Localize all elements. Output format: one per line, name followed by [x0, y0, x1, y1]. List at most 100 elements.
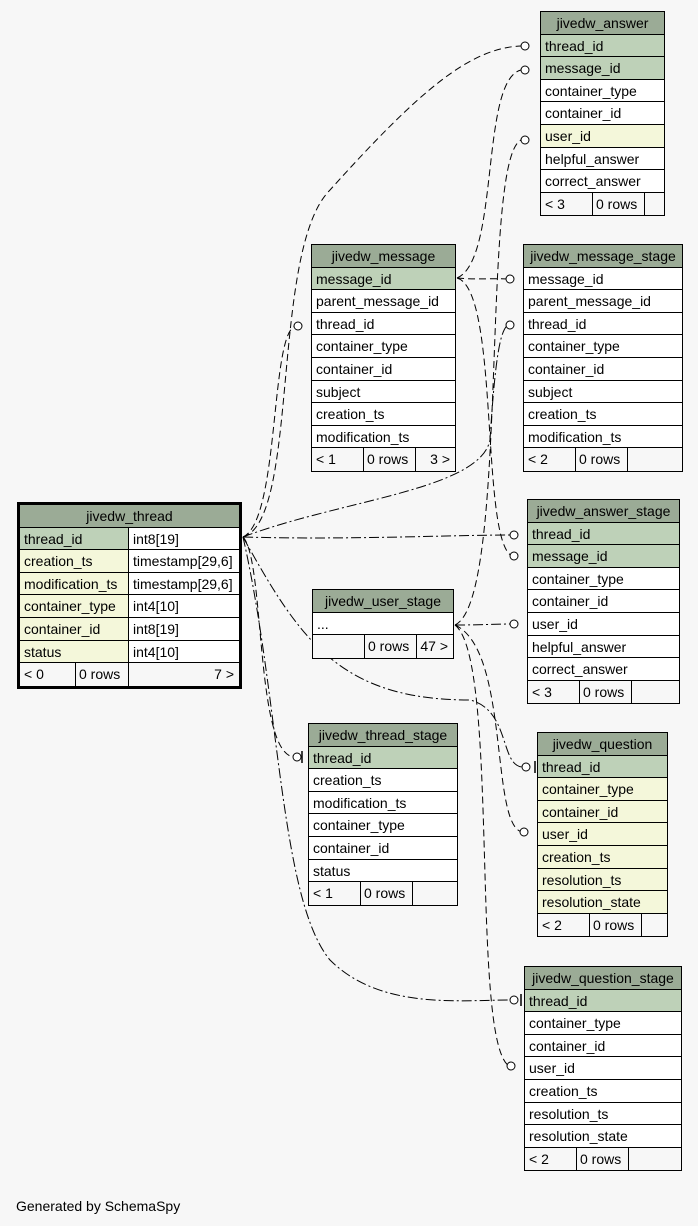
parents-count[interactable]: < 1 [309, 882, 361, 905]
column-row[interactable]: container_id [525, 1035, 681, 1058]
column-row[interactable]: modification_ts [524, 426, 682, 449]
column-row[interactable]: container_id [309, 837, 457, 860]
column-row[interactable]: helpful_answer [528, 636, 679, 659]
column-row[interactable]: thread_id [525, 989, 681, 1013]
column-row[interactable]: resolution_ts [538, 868, 667, 892]
column-row[interactable]: thread_id [524, 313, 682, 336]
column-row[interactable]: message_id [312, 267, 455, 291]
column-row[interactable]: correct_answer [541, 170, 664, 193]
column-row[interactable]: container_type [538, 778, 667, 801]
column-row[interactable]: user_id [528, 613, 679, 636]
column-row[interactable]: resolution_ts [525, 1103, 681, 1126]
children-count[interactable] [642, 914, 667, 937]
parents-count[interactable]: < 2 [525, 1147, 577, 1171]
table-title[interactable]: jivedw_message [312, 245, 455, 268]
column-row[interactable]: thread_id [538, 755, 667, 779]
column-row[interactable]: creation_ts [309, 769, 457, 792]
column-row[interactable]: user_id [525, 1057, 681, 1080]
table-title[interactable]: jivedw_question [538, 733, 667, 756]
table-title[interactable]: jivedw_thread [20, 505, 239, 528]
column-row[interactable]: thread_id [541, 34, 664, 58]
column-row[interactable]: container_type [528, 568, 679, 591]
column-row[interactable]: modification_ts [309, 792, 457, 815]
column-row[interactable]: creation_ts [538, 845, 667, 869]
column-row[interactable]: user_id [538, 823, 667, 846]
column-row[interactable]: status [309, 860, 457, 883]
column-row[interactable]: parent_message_id [312, 290, 455, 313]
table-title[interactable]: jivedw_user_stage [313, 590, 453, 613]
column-row[interactable]: parent_message_id [524, 290, 682, 313]
column-row[interactable]: thread_id [312, 313, 455, 336]
column-name: resolution_ts [529, 1105, 609, 1122]
column-row[interactable]: modification_ts [312, 426, 455, 449]
column-row[interactable]: subject [524, 381, 682, 404]
children-count[interactable] [413, 882, 457, 905]
column-row[interactable]: resolution_state [525, 1125, 681, 1148]
column-name: creation_ts [313, 772, 382, 789]
row-count: 0 rows [576, 448, 628, 471]
column-row[interactable]: container_id [541, 102, 664, 125]
column-row[interactable]: creation_ts [524, 403, 682, 426]
parents-count[interactable]: < 3 [528, 680, 580, 704]
table-title[interactable]: jivedw_question_stage [525, 967, 681, 990]
column-row[interactable]: container_type [524, 335, 682, 358]
column-row[interactable]: helpful_answer [541, 148, 664, 171]
table-title[interactable]: jivedw_thread_stage [309, 724, 457, 747]
children-count[interactable]: 7 > [214, 666, 234, 683]
edge-message-answer-message-id [456, 69, 522, 279]
column-row[interactable]: container_type [309, 814, 457, 837]
column-row[interactable]: subject [312, 381, 455, 404]
column-row[interactable]: user_id [541, 124, 664, 148]
children-count[interactable] [632, 681, 679, 704]
children-count[interactable] [645, 193, 664, 216]
column-row[interactable]: creation_ts [525, 1080, 681, 1103]
children-count[interactable]: 47 > [420, 638, 448, 655]
children-count[interactable] [629, 1148, 681, 1171]
column-row[interactable]: creation_ts [312, 403, 455, 426]
column-row[interactable]: container_id [538, 800, 667, 824]
children-count[interactable] [628, 448, 682, 471]
parents-count[interactable] [313, 635, 365, 658]
column-row[interactable]: message_id [524, 268, 682, 291]
table-title[interactable]: jivedw_message_stage [524, 245, 682, 268]
column-row[interactable]: resolution_state [538, 891, 667, 914]
row-count: 0 rows [593, 192, 645, 216]
generated-by-footer[interactable]: Generated by SchemaSpy [16, 1198, 181, 1214]
children-count[interactable]: 3 > [430, 451, 450, 468]
column-row[interactable]: message_id [528, 545, 679, 568]
parents-count[interactable]: < 1 [312, 448, 364, 471]
parents-count[interactable]: < 3 [541, 192, 593, 216]
column-row[interactable]: correct_answer [528, 658, 679, 681]
table-title[interactable]: jivedw_answer_stage [528, 500, 679, 523]
table-title[interactable]: jivedw_answer [541, 12, 664, 35]
column-row[interactable]: thread_id [528, 522, 679, 546]
parents-count[interactable]: < 2 [538, 913, 590, 937]
column-row[interactable]: container_type [525, 1012, 681, 1035]
column-row[interactable]: container_id [528, 590, 679, 613]
parents-count[interactable]: < 0 [20, 663, 76, 686]
column-row[interactable]: thread_id [309, 746, 457, 770]
column-row[interactable]: container_type [541, 80, 664, 103]
column-row[interactable]: container_id [524, 358, 682, 381]
column-row[interactable]: ... [313, 613, 453, 636]
column-row[interactable]: container_type [312, 335, 455, 358]
column-row[interactable]: message_id [541, 57, 664, 80]
column-row[interactable]: container_id [312, 358, 455, 381]
parents-count[interactable]: < 2 [524, 448, 576, 471]
